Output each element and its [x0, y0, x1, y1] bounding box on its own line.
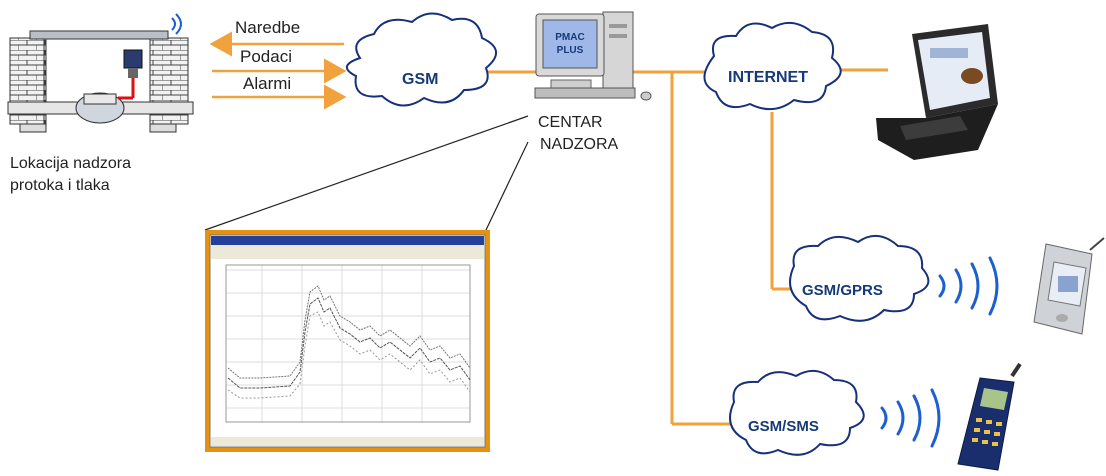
mobile-phone-icon	[957, 362, 1022, 471]
monitoring-site-icon: Lokacija nadzora protoka i tlaka	[7, 13, 194, 194]
pda-icon	[1033, 237, 1105, 335]
label-commands: Naredbe	[235, 18, 300, 37]
internet-cloud: INTERNET	[703, 21, 842, 111]
computer-icon: PMAC PLUS	[534, 11, 652, 101]
cloud-label-internet: INTERNET	[728, 69, 808, 86]
gprs-cloud: GSM/GPRS	[789, 235, 930, 322]
site-caption-line1: Lokacija nadzora	[10, 155, 131, 172]
callout-line-right	[485, 141, 529, 231]
center-caption-line1: CENTAR	[538, 114, 603, 131]
cloud-label-gprs: GSM/GPRS	[802, 282, 883, 299]
label-data: Podaci	[240, 47, 292, 66]
label-alarms: Alarmi	[243, 74, 291, 93]
center-caption-line2: NADZORA	[540, 136, 619, 153]
screen-label-line1: PMAC	[555, 32, 584, 43]
monitoring-screenshot	[205, 230, 490, 452]
callout-line-left	[204, 115, 529, 231]
sms-cloud: GSM/SMS	[729, 369, 865, 456]
cloud-label-sms: GSM/SMS	[748, 418, 819, 435]
screen-label-line2: PLUS	[557, 45, 584, 56]
sms-signal-waves	[880, 388, 941, 448]
message-arrows	[209, 31, 347, 110]
site-caption-line2: protoka i tlaka	[10, 177, 110, 194]
laptop-icon	[876, 24, 998, 160]
cloud-label-gsm: GSM	[402, 71, 438, 88]
gprs-signal-waves	[938, 256, 999, 316]
gsm-cloud: GSM	[346, 12, 497, 107]
